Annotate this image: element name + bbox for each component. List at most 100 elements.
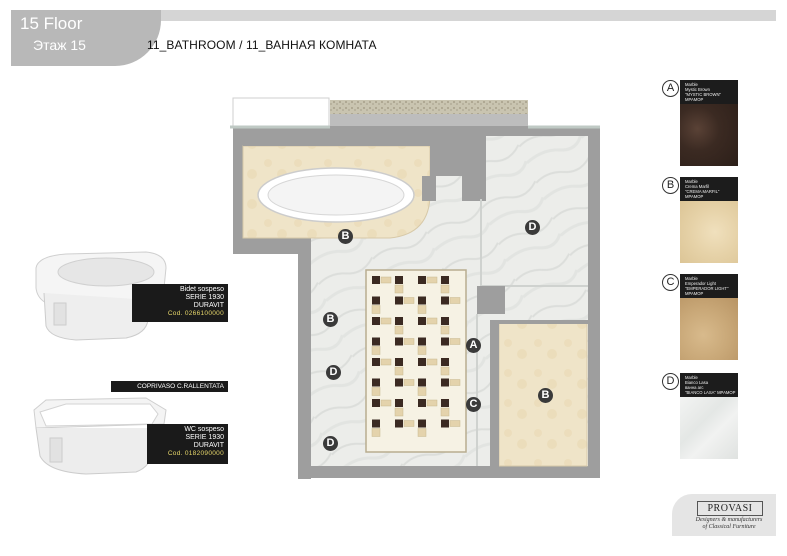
material-letter-a: A — [662, 80, 679, 97]
plan-marker-b-left: B — [323, 312, 338, 327]
marble-sample-image — [680, 201, 738, 263]
bidet-label: Bidet sospeso SERIE 1930 DURAVIT Cod. 02… — [132, 284, 228, 322]
marble-sample-image — [680, 298, 738, 360]
rug-crema-tile — [440, 325, 450, 335]
material-letter-d: D — [662, 373, 679, 390]
rug-dark-tile — [418, 399, 426, 407]
material-letter-c: C — [662, 274, 679, 291]
terrace-strip — [330, 100, 528, 114]
rug-dark-tile — [441, 399, 449, 407]
rug-crema-tile — [417, 387, 427, 396]
rug-dark-tile — [418, 337, 426, 346]
rug-crema-tile — [371, 428, 381, 437]
rug-dark-tile — [441, 296, 449, 305]
material-line: Mystic Brown — [685, 87, 710, 92]
material-line: Crema Marfil — [685, 184, 709, 189]
material-swatch-b: Marble Crema Marfil "CREMA MARFIL" МРАМО… — [680, 177, 738, 263]
material-caption: Marble Mystic Brown "MYSTIC BROWN" МРАМО… — [680, 80, 738, 104]
plan-marker-c: C — [466, 397, 481, 412]
material-line: Emperador Light — [685, 281, 716, 286]
rug-crema-tile — [371, 305, 381, 314]
material-line: Marble — [685, 179, 698, 184]
rug-dark-tile — [395, 378, 403, 387]
page-title: 11_BATHROOM / 11_ВАННАЯ КОМНАТА — [147, 38, 377, 52]
material-line: Marble — [685, 375, 698, 380]
material-line: Marble — [685, 82, 698, 87]
rug-dark-tile — [418, 317, 426, 325]
material-swatch-d: Marble Bianco Lasa ванна агс "BIANCO LAS… — [680, 373, 738, 459]
provasi-logo: PROVASI — [697, 501, 763, 516]
rug-crema-tile — [449, 420, 461, 427]
plan-marker-a-rug: A — [466, 338, 481, 353]
floor-title: 15 Floor — [20, 14, 83, 33]
material-caption: Marble Bianco Lasa ванна агс "BIANCO LAS… — [680, 373, 738, 397]
bidet-brand: DURAVIT — [193, 302, 224, 309]
material-line: МРАМОР — [685, 97, 704, 102]
rug-crema-tile — [417, 346, 427, 355]
rug-dark-tile — [395, 399, 403, 407]
wc-image — [33, 397, 167, 475]
wc-brand: DURAVIT — [193, 442, 224, 449]
rug-crema-tile — [440, 366, 450, 376]
rug-crema-tile — [380, 358, 392, 366]
logo-tagline-line: of Classical Furniture — [702, 524, 756, 530]
rug-crema-tile — [403, 420, 415, 427]
floor-tab — [11, 10, 161, 66]
plan-marker-d-left: D — [326, 365, 341, 380]
plan-marker-d-bottom: D — [323, 436, 338, 451]
logo-tagline: Designers & manufacturers of Classical F… — [684, 517, 774, 531]
material-line: "CREMA MARFIL" — [685, 189, 720, 194]
rug-crema-tile — [371, 387, 381, 396]
bidet-image — [35, 251, 167, 341]
rug-crema-tile — [380, 399, 392, 407]
material-swatch-c: Marble Emperador Light "EMPERADOR LIGHT"… — [680, 274, 738, 360]
logo-tagline-line: Designers & manufacturers — [695, 517, 763, 523]
rug-crema-tile — [403, 379, 415, 386]
rug-dark-tile — [441, 317, 449, 325]
rug-dark-tile — [418, 419, 426, 428]
material-line: МРАМОР — [685, 291, 704, 296]
rug-crema-tile — [394, 284, 404, 294]
rug-crema-tile — [449, 379, 461, 386]
plan-marker-d-shower: D — [525, 220, 540, 235]
rug-dark-tile — [418, 378, 426, 387]
rug-crema-tile — [417, 305, 427, 314]
material-line: "MYSTIC BROWN" — [685, 92, 722, 97]
rug-dark-tile — [372, 419, 380, 428]
material-letter-b: B — [662, 177, 679, 194]
rug-dark-tile — [395, 296, 403, 305]
marble-sample-image — [680, 104, 738, 166]
rug-crema-tile — [394, 366, 404, 376]
material-line: Bianco Lasa — [685, 380, 709, 385]
rug-crema-tile — [426, 358, 438, 366]
floor-subtitle: Этаж 15 — [33, 37, 86, 53]
wc-label: WC sospeso SERIE 1930 DURAVIT Cod. 01820… — [147, 424, 228, 464]
rug-dark-tile — [395, 419, 403, 428]
rug-dark-tile — [372, 337, 380, 346]
rug-dark-tile — [372, 276, 380, 284]
rug-dark-tile — [441, 358, 449, 366]
bidet-series: SERIE 1930 — [185, 294, 224, 301]
rug-dark-tile — [441, 276, 449, 284]
rug-crema-tile — [426, 276, 438, 284]
plan-marker-b-platform: B — [538, 388, 553, 403]
rug-dark-tile — [418, 296, 426, 305]
rug-dark-tile — [418, 276, 426, 284]
rug-crema-tile — [449, 297, 461, 304]
rug-dark-tile — [395, 317, 403, 325]
rug-dark-tile — [441, 337, 449, 346]
rug-crema-tile — [440, 407, 450, 417]
rug-dark-tile — [395, 358, 403, 366]
rug-crema-tile — [449, 338, 461, 345]
rug-dark-tile — [372, 296, 380, 305]
marble-sample-image — [680, 397, 738, 459]
rug-dark-tile — [372, 358, 380, 366]
wc-code: Cod. 0182090000 — [167, 450, 224, 457]
rug-crema-tile — [371, 346, 381, 355]
rug-dark-tile — [418, 358, 426, 366]
rug-dark-tile — [441, 419, 449, 428]
plan-marker-b-tub: B — [338, 229, 353, 244]
bidet-code: Cod. 0266100000 — [167, 310, 224, 317]
rug-crema-tile — [394, 325, 404, 335]
rug-dark-tile — [395, 337, 403, 346]
